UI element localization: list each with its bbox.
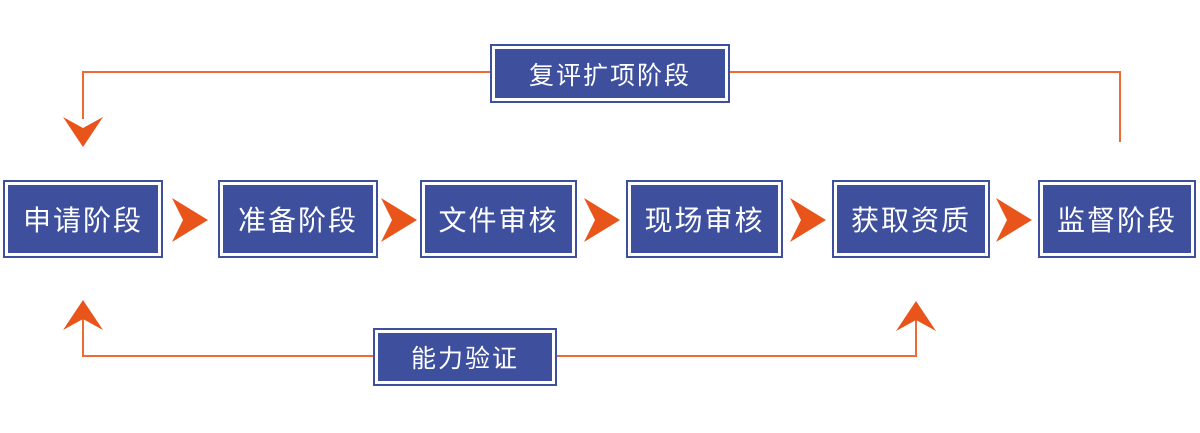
stage-box-document-review: 文件审核 xyxy=(420,180,577,258)
connector-line-bottom-left-horizontal xyxy=(82,355,373,357)
connector-line-bottom-left-vertical xyxy=(82,310,84,356)
stage-box-label: 现场审核 xyxy=(631,185,778,253)
loop-box-capability-verification-label: 能力验证 xyxy=(378,333,552,381)
connector-line-top-left-vertical xyxy=(82,71,84,119)
connector-line-bottom-right-horizontal xyxy=(557,355,917,357)
stage-box-obtain-qualification: 获取资质 xyxy=(832,180,990,258)
connector-line-top-right-horizontal xyxy=(730,71,1120,73)
stage-box-onsite-review: 现场审核 xyxy=(626,180,783,258)
stage-box-label: 文件审核 xyxy=(425,185,572,253)
loop-box-capability-verification: 能力验证 xyxy=(373,328,557,386)
flow-chevron-icon xyxy=(996,198,1032,242)
arrow-up-icon xyxy=(63,300,103,330)
arrow-up-icon xyxy=(896,301,936,331)
flow-chevron-icon xyxy=(172,198,208,242)
flow-chevron-icon xyxy=(790,198,826,242)
stage-box-label: 准备阶段 xyxy=(223,185,373,253)
stage-box-supervision: 监督阶段 xyxy=(1038,180,1196,258)
stage-box-label: 申请阶段 xyxy=(8,185,158,253)
loop-box-review-expansion-label: 复评扩项阶段 xyxy=(495,49,725,98)
arrow-down-icon xyxy=(63,117,103,147)
connector-line-top-left-horizontal xyxy=(83,71,490,73)
stage-box-preparation: 准备阶段 xyxy=(218,180,378,258)
connector-line-bottom-right-vertical xyxy=(915,306,917,356)
stage-box-label: 监督阶段 xyxy=(1043,185,1191,253)
stage-box-label: 获取资质 xyxy=(837,185,985,253)
connector-line-top-right-vertical xyxy=(1119,71,1121,142)
loop-box-review-expansion: 复评扩项阶段 xyxy=(490,44,730,103)
flow-chevron-icon xyxy=(584,198,620,242)
flow-chevron-icon xyxy=(381,198,417,242)
stage-box-application: 申请阶段 xyxy=(3,180,163,258)
